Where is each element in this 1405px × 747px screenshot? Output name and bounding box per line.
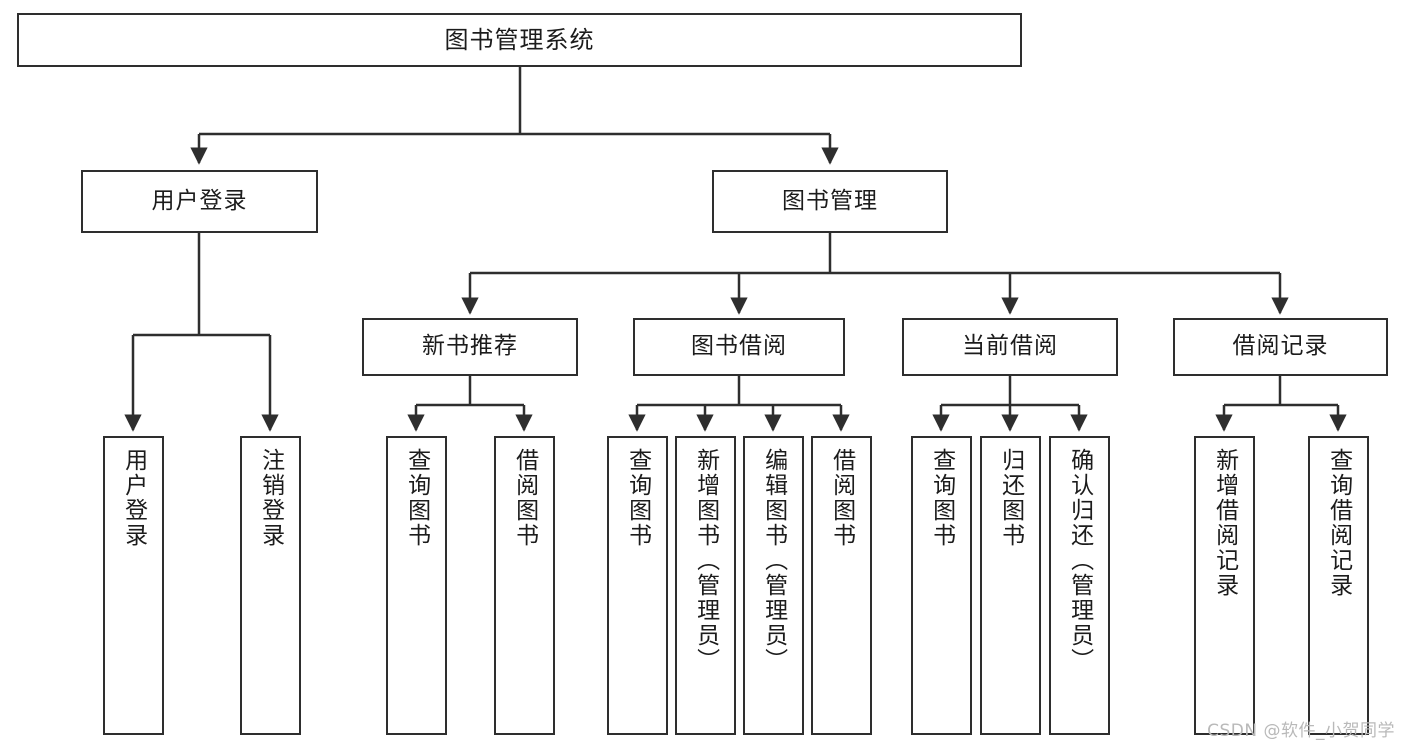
node-label: 用户登录: [151, 187, 248, 214]
node-label: 当前借阅: [962, 333, 1058, 360]
leaf-label: 借阅图书: [511, 448, 538, 548]
leaf-borrow-query-book[interactable]: 查询图书: [607, 436, 668, 735]
leaf-label: 新增图书（管理员）: [692, 448, 719, 673]
leaf-record-add-record[interactable]: 新增借阅记录: [1194, 436, 1255, 735]
leaf-current-return-book[interactable]: 归还图书: [980, 436, 1041, 735]
node-new-book-recommend[interactable]: 新书推荐: [362, 318, 578, 376]
leaf-borrow-borrow-book[interactable]: 借阅图书: [811, 436, 872, 735]
node-borrow-record[interactable]: 借阅记录: [1173, 318, 1388, 376]
leaf-recommend-borrow-book[interactable]: 借阅图书: [494, 436, 555, 735]
node-label: 图书借阅: [691, 333, 787, 360]
node-book-management[interactable]: 图书管理: [712, 170, 948, 233]
leaf-current-confirm-return-admin[interactable]: 确认归还（管理员）: [1049, 436, 1110, 735]
leaf-current-query-book[interactable]: 查询图书: [911, 436, 972, 735]
node-label: 图书管理: [782, 187, 878, 214]
leaf-record-query-record[interactable]: 查询借阅记录: [1308, 436, 1369, 735]
node-label: 新书推荐: [422, 333, 518, 360]
leaf-label: 查询借阅记录: [1325, 448, 1352, 598]
csdn-watermark: CSDN @软件_小贺同学: [1207, 721, 1395, 741]
leaf-recommend-query-book[interactable]: 查询图书: [386, 436, 447, 735]
leaf-label: 查询图书: [624, 448, 651, 548]
leaf-label: 归还图书: [997, 448, 1024, 548]
leaf-label: 编辑图书（管理员）: [760, 448, 787, 673]
leaf-user-login-signin[interactable]: 用户登录: [103, 436, 164, 735]
node-label: 借阅记录: [1232, 333, 1329, 360]
leaf-label: 借阅图书: [828, 448, 855, 548]
leaf-label: 用户登录: [120, 448, 147, 548]
leaf-label: 确认归还（管理员）: [1066, 448, 1093, 673]
node-user-login[interactable]: 用户登录: [81, 170, 318, 233]
node-book-borrow[interactable]: 图书借阅: [633, 318, 845, 376]
node-root-system[interactable]: 图书管理系统: [17, 13, 1022, 67]
leaf-label: 查询图书: [928, 448, 955, 548]
node-label: 图书管理系统: [444, 25, 595, 54]
leaf-borrow-edit-book-admin[interactable]: 编辑图书（管理员）: [743, 436, 804, 735]
node-current-borrow[interactable]: 当前借阅: [902, 318, 1118, 376]
leaf-label: 查询图书: [403, 448, 430, 548]
leaf-borrow-add-book-admin[interactable]: 新增图书（管理员）: [675, 436, 736, 735]
leaf-user-login-signout[interactable]: 注销登录: [240, 436, 301, 735]
leaf-label: 新增借阅记录: [1211, 448, 1238, 598]
leaf-label: 注销登录: [257, 448, 284, 548]
